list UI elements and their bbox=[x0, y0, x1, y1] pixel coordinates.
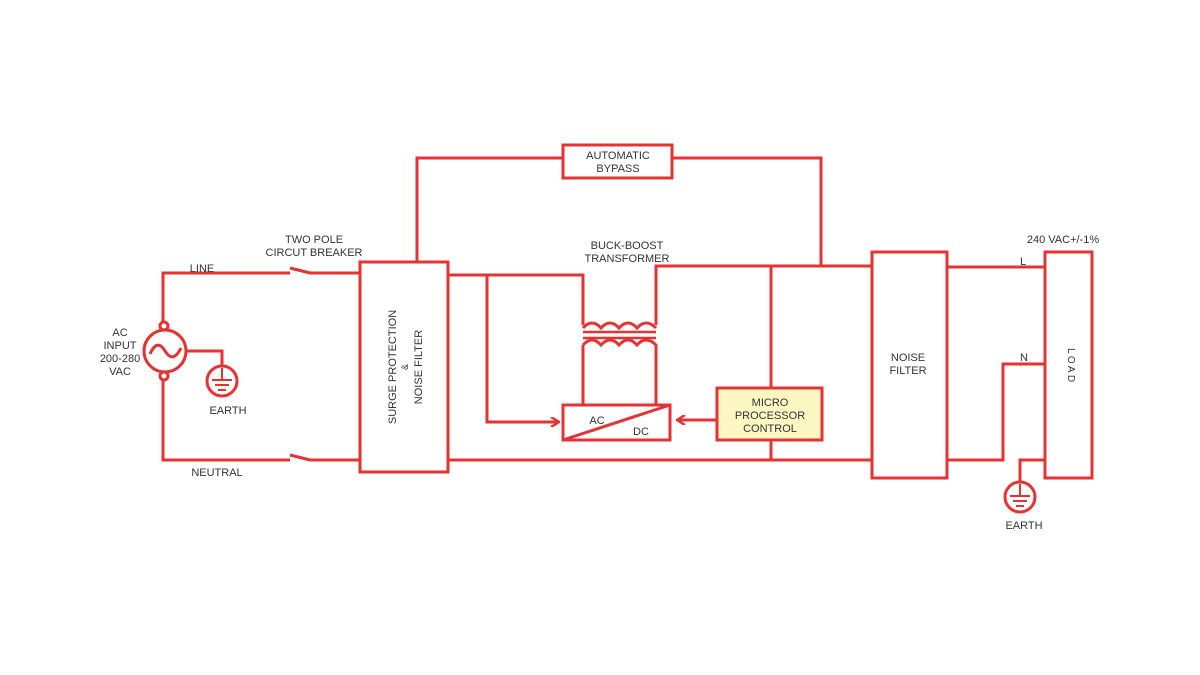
neutral-label: NEUTRAL bbox=[191, 467, 242, 479]
ac-input-label: VAC bbox=[109, 366, 131, 378]
bypass-label: BYPASS bbox=[596, 163, 639, 175]
transformer-icon bbox=[581, 321, 658, 405]
surge-label: & bbox=[400, 364, 410, 370]
earth-wire bbox=[186, 349, 224, 368]
ac-input-label: 200-280 bbox=[100, 353, 140, 365]
micro-label: PROCESSOR bbox=[735, 410, 805, 422]
converter-feed-wire bbox=[485, 275, 558, 422]
converter-diagonal bbox=[562, 403, 671, 442]
terminal-icon bbox=[158, 370, 170, 382]
micro-label: MICRO bbox=[752, 397, 789, 409]
surge-label: NOISE FILTER bbox=[413, 330, 425, 404]
noise-filter-label: FILTER bbox=[889, 365, 926, 377]
neutral-wire bbox=[161, 375, 360, 462]
transformer-output-wire bbox=[654, 264, 872, 325]
ac-input-label: AC bbox=[112, 327, 127, 339]
micro-label: CONTROL bbox=[743, 423, 797, 435]
load-block bbox=[1043, 250, 1094, 480]
output-neutral-wire bbox=[947, 362, 1045, 462]
earth-label: EARTH bbox=[209, 405, 246, 417]
microprocessor-control-block bbox=[715, 386, 824, 442]
output-earth-wire bbox=[1018, 458, 1045, 484]
breaker-label: TWO POLE bbox=[285, 234, 343, 246]
sine-wave-icon bbox=[148, 343, 183, 359]
output-l-label: L bbox=[1020, 256, 1026, 268]
earth-label: EARTH bbox=[1005, 520, 1042, 532]
converter-ac-label: AC bbox=[589, 415, 604, 427]
noise-filter-block bbox=[870, 250, 949, 480]
bypass-wire bbox=[415, 156, 823, 266]
earth-ground-icon bbox=[1003, 480, 1037, 514]
terminal-icon bbox=[158, 320, 170, 332]
converter-dc-label: DC bbox=[633, 426, 649, 438]
automatic-bypass-block bbox=[561, 143, 674, 180]
surge-protection-block bbox=[358, 260, 450, 474]
output-voltage-label: 240 VAC+/-1% bbox=[1027, 234, 1099, 246]
transformer-input-wire bbox=[448, 273, 585, 325]
output-n-label: N bbox=[1020, 352, 1028, 364]
breaker-label: CIRCUT BREAKER bbox=[266, 247, 363, 259]
line-label: LINE bbox=[190, 263, 214, 275]
transformer-label: BUCK-BOOST bbox=[591, 240, 664, 252]
load-label: L O A D bbox=[1065, 348, 1076, 382]
bypass-label: AUTOMATIC bbox=[586, 150, 650, 162]
noise-filter-label: NOISE bbox=[891, 352, 925, 364]
ac-input-label: INPUT bbox=[104, 340, 137, 352]
surge-label: SURGE PROTECTION bbox=[387, 310, 399, 424]
transformer-label: TRANSFORMER bbox=[585, 253, 670, 265]
line-wire bbox=[161, 266, 360, 328]
earth-ground-icon bbox=[205, 364, 239, 398]
